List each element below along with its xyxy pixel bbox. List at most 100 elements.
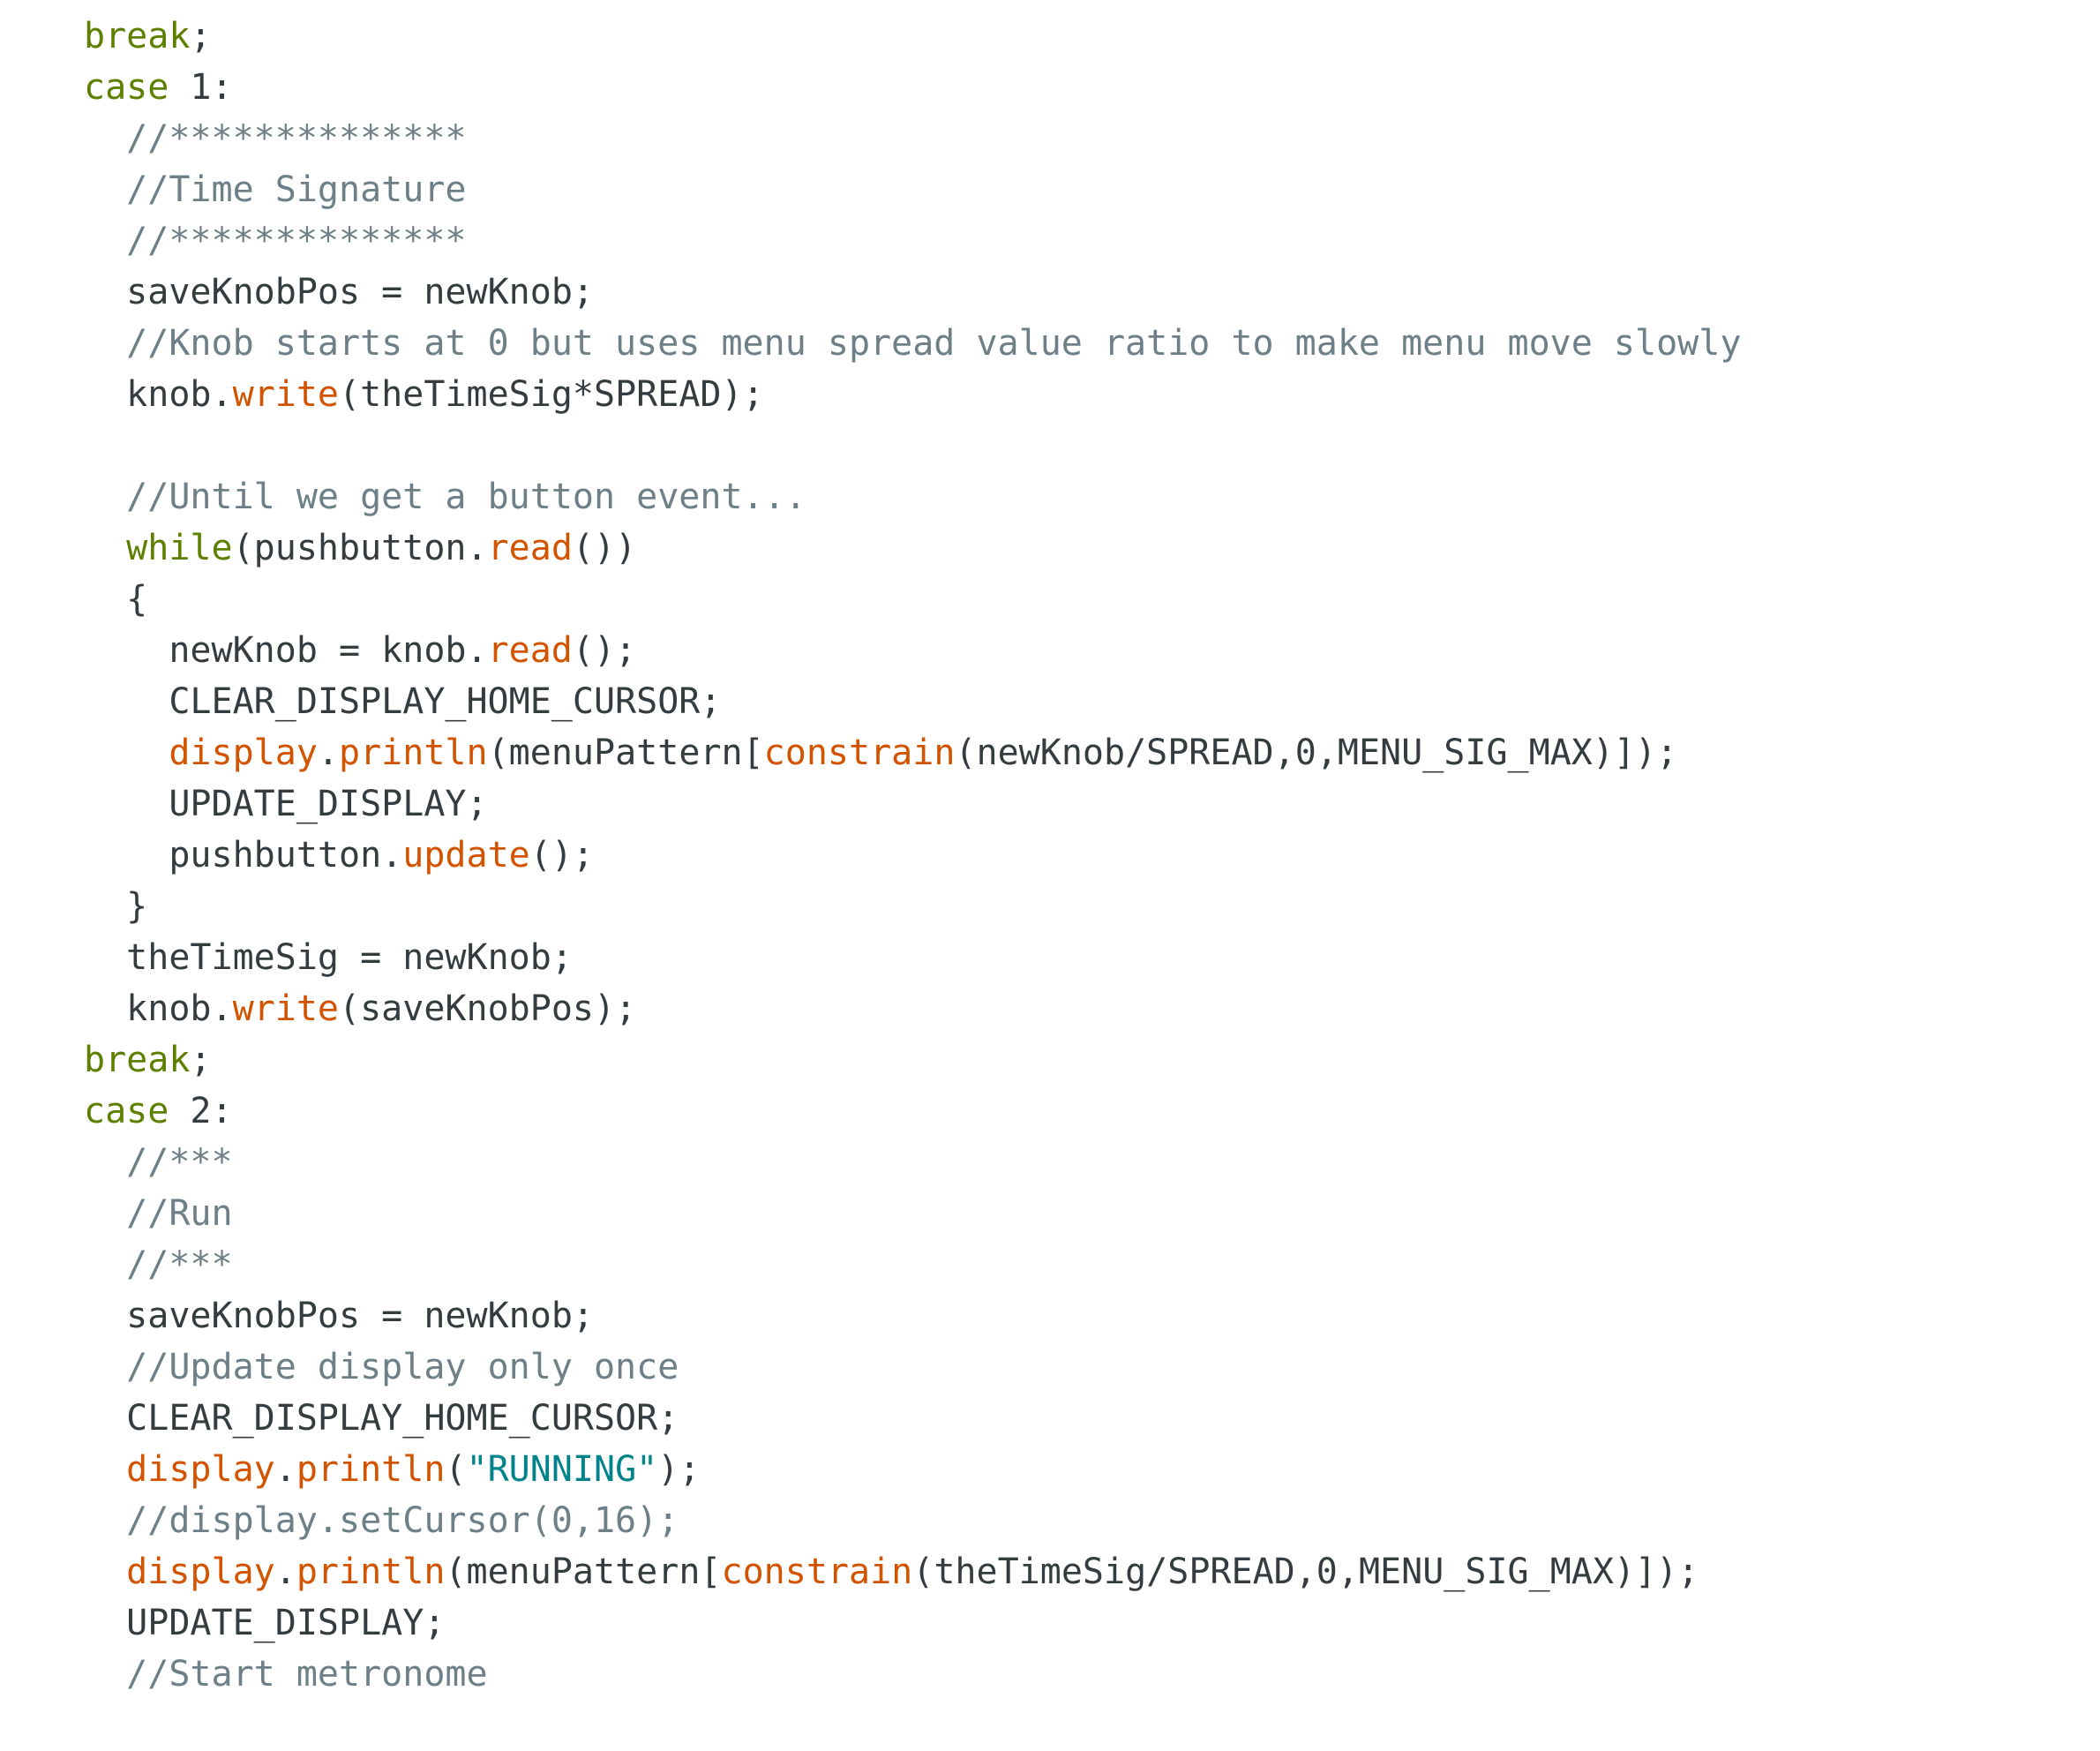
code-line: CLEAR_DISPLAY_HOME_CURSOR; — [84, 1393, 2074, 1444]
indent — [84, 477, 126, 517]
code-line: newKnob = knob.read(); — [84, 625, 2074, 676]
code-token-plain: (); — [529, 835, 594, 876]
code-line: //************** — [84, 215, 2074, 267]
indent — [84, 579, 126, 620]
code-token-plain: saveKnobPos = newKnob; — [126, 272, 594, 312]
code-token-plain: (); — [572, 630, 637, 671]
code-line: while(pushbutton.read()) — [84, 522, 2074, 574]
indent — [84, 1142, 126, 1183]
code-token-string: "RUNNING" — [466, 1449, 658, 1490]
indent — [84, 630, 169, 671]
code-line — [84, 420, 2074, 471]
code-line: case 2: — [84, 1086, 2074, 1137]
code-line: { — [84, 574, 2074, 625]
code-line: break; — [84, 11, 2074, 62]
code-line: saveKnobPos = newKnob; — [84, 267, 2074, 318]
code-line: theTimeSig = newKnob; — [84, 932, 2074, 983]
code-token-keyword: break — [84, 16, 191, 56]
code-token-comment: //************** — [126, 118, 467, 159]
code-token-keyword: while — [126, 528, 233, 568]
code-line: display.println(menuPattern[constrain(ne… — [84, 727, 2074, 778]
indent — [84, 1347, 126, 1387]
indent — [84, 118, 126, 159]
code-token-plain: theTimeSig = newKnob; — [126, 937, 573, 978]
code-token-comment: //************** — [126, 221, 467, 261]
code-token-plain: . — [274, 1449, 296, 1490]
code-line: } — [84, 881, 2074, 932]
code-token-plain: (saveKnobPos); — [339, 988, 637, 1029]
code-line: //display.setCursor(0,16); — [84, 1495, 2074, 1546]
indent — [84, 784, 169, 824]
code-token-plain: ; — [190, 16, 212, 56]
code-line: //*** — [84, 1137, 2074, 1188]
code-line: UPDATE_DISPLAY; — [84, 1597, 2074, 1649]
code-token-plain: CLEAR_DISPLAY_HOME_CURSOR; — [126, 1398, 679, 1439]
code-line: knob.write(theTimeSig*SPREAD); — [84, 369, 2074, 420]
code-token-plain: knob. — [126, 988, 233, 1029]
code-line: UPDATE_DISPLAY; — [84, 778, 2074, 830]
code-token-plain: newKnob = knob. — [169, 630, 488, 671]
code-token-function: update — [402, 835, 530, 876]
indent — [84, 374, 126, 415]
code-line: CLEAR_DISPLAY_HOME_CURSOR; — [84, 676, 2074, 727]
code-token-plain: } — [126, 886, 148, 927]
code-line: //Update display only once — [84, 1341, 2074, 1393]
indent — [84, 835, 169, 876]
code-token-comment: //*** — [126, 1142, 233, 1183]
code-token-plain: (menuPattern[ — [445, 1552, 722, 1592]
code-token-function: read — [487, 630, 573, 671]
code-line: //Knob starts at 0 but uses menu spread … — [84, 318, 2074, 369]
indent — [84, 1449, 126, 1490]
indent — [84, 1552, 126, 1592]
code-token-plain: UPDATE_DISPLAY; — [126, 1603, 446, 1643]
indent — [84, 1603, 126, 1643]
indent — [84, 1193, 126, 1234]
code-line: knob.write(saveKnobPos); — [84, 983, 2074, 1034]
code-line: //************** — [84, 113, 2074, 164]
code-line: //*** — [84, 1239, 2074, 1290]
indent — [84, 528, 126, 568]
code-token-plain: knob. — [126, 374, 233, 415]
indent — [84, 988, 126, 1029]
code-token-keyword: case — [84, 1091, 169, 1131]
code-token-plain: ( — [445, 1449, 467, 1490]
code-token-plain: saveKnobPos = newKnob; — [126, 1296, 594, 1336]
code-line: display.println("RUNNING"); — [84, 1444, 2074, 1495]
code-token-plain: CLEAR_DISPLAY_HOME_CURSOR; — [169, 681, 722, 722]
code-token-function: println — [296, 1449, 446, 1490]
indent — [84, 323, 126, 364]
code-token-function: println — [339, 733, 488, 773]
code-line: //Start metronome — [84, 1649, 2074, 1700]
indent — [84, 221, 126, 261]
indent — [84, 886, 126, 927]
code-token-plain: ); — [657, 1449, 701, 1490]
code-token-function: write — [232, 988, 340, 1029]
code-token-comment: //Until we get a button event... — [126, 477, 806, 517]
code-line: //Run — [84, 1188, 2074, 1239]
code-token-keyword: case — [84, 67, 169, 108]
indent — [84, 681, 169, 722]
code-token-keyword: break — [84, 1040, 191, 1080]
code-token-plain: { — [126, 579, 148, 620]
code-token-plain: (menuPattern[ — [487, 733, 764, 773]
indent — [84, 1654, 126, 1695]
code-line: //Until we get a button event... — [84, 471, 2074, 522]
indent — [84, 1296, 126, 1336]
indent — [84, 1244, 126, 1285]
code-token-function: display — [169, 733, 318, 773]
code-token-plain: UPDATE_DISPLAY; — [169, 784, 488, 824]
code-line: //Time Signature — [84, 164, 2074, 215]
code-line: saveKnobPos = newKnob; — [84, 1290, 2074, 1341]
code-token-plain: (newKnob/SPREAD,0,MENU_SIG_MAX)]); — [955, 733, 1678, 773]
code-token-comment: //display.setCursor(0,16); — [126, 1500, 679, 1541]
code-token-function: display — [126, 1552, 275, 1592]
code-token-plain: ; — [190, 1040, 212, 1080]
indent — [84, 1500, 126, 1541]
code-token-plain: 2: — [169, 1091, 233, 1131]
code-token-plain: 1: — [169, 67, 233, 108]
code-token-function: display — [126, 1449, 275, 1490]
code-token-comment: //*** — [126, 1244, 233, 1285]
code-token-plain: ()) — [572, 528, 637, 568]
indent — [84, 1398, 126, 1439]
